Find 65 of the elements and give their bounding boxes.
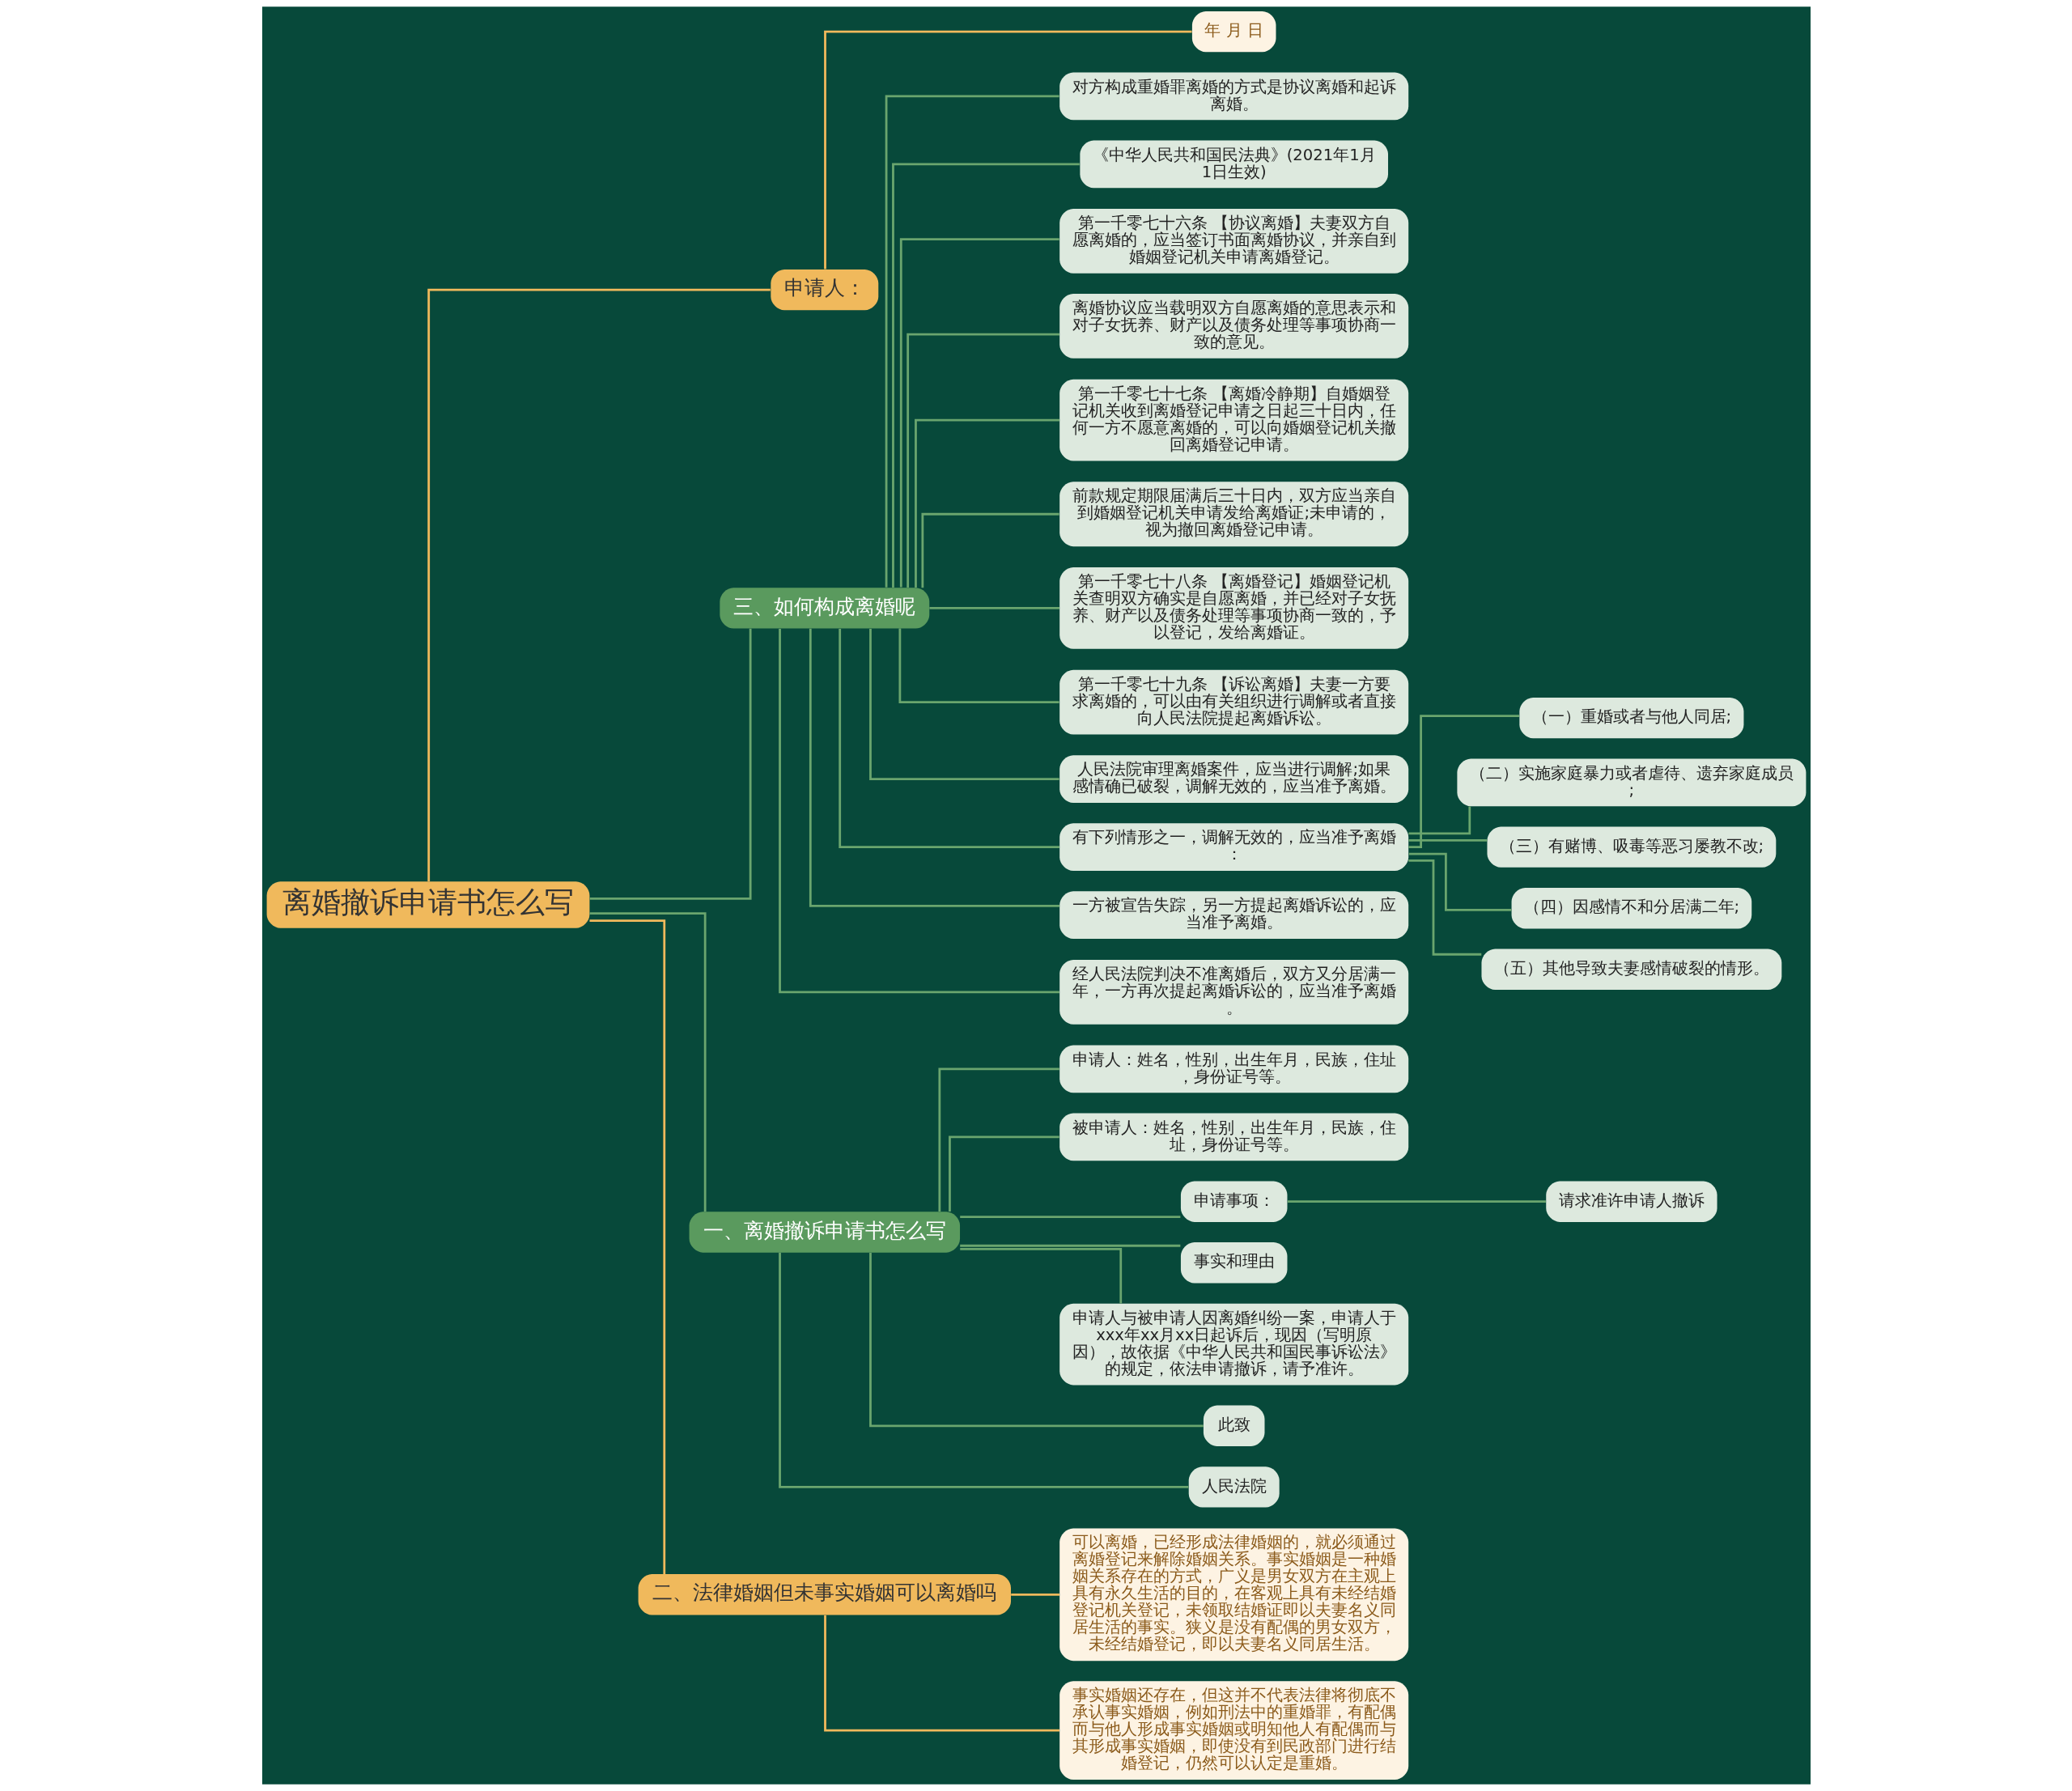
node-box: 对方构成重婚罪离婚的方式是协议离婚和起诉离婚。 [1059,72,1408,121]
connector [914,418,1059,588]
node-box: 第一千零七十九条 【诉讼离婚】夫妻一方要求离婚的，可以由有关组织进行调解或者直接向人民法院提起离婚诉讼。 [1059,669,1408,735]
connector [589,912,707,1212]
node-box: 人民法院审理离婚案件，应当进行调解;如果感情确已破裂，调解无效的，应当准予离婚。 [1059,755,1408,804]
connector [1287,1200,1546,1203]
connector [959,1216,1180,1218]
node-box: （二）实施家庭暴力或者虐待、遗弃家庭成员; [1456,758,1806,807]
connector [823,30,1192,269]
node-box: 事实和理由 [1180,1242,1287,1284]
node-box: 第一千零七十六条 【协议离婚】夫妻双方自愿离婚的，应当签订书面离婚协议，并亲自到婚姻登记机关申请离婚登记。 [1059,209,1408,274]
connector [920,512,1059,588]
connector [906,333,1059,588]
node-box: 被申请人：姓名，性别，出生年月，民族，住址，身份证号等。 [1059,1113,1408,1161]
connector [885,95,1059,588]
node-box: 前款规定期限届满后三十日内，双方应当亲自到婚姻登记机关申请发给离婚证;未申请的，视为撤回离婚登记申请。 [1059,482,1408,547]
connector [898,628,1059,703]
node-box: 《中华人民共和国民法典》(2021年1月1日生效) [1079,140,1388,189]
connector [823,1615,1059,1732]
connector [948,1135,1059,1212]
node-box: 第一千零七十八条 【离婚登记】婚姻登记机关查明双方确实是自愿离婚，并已经对子女抚养、财产以及债务处理等事项协商一致的，予以登记，发给离婚证。 [1059,567,1408,649]
node-box: 申请事项： [1180,1181,1287,1222]
connector [778,628,1059,994]
connector [868,628,1059,781]
connector [891,163,1080,588]
node-box: 第一千零七十七条 【离婚冷静期】自婚姻登记机关收到离婚登记申请之日起三十日内，任何一方不愿意离婚的，可以向婚姻登记机关撤回离婚登记申请。 [1059,379,1408,461]
node-box: 人民法院 [1188,1466,1280,1508]
node-box: 有下列情形之一，调解无效的，应当准予离婚： [1059,823,1408,872]
node-box: 申请人与被申请人因离婚纠纷一案，申请人于xxx年xx月xx日起诉后，现因（写明原因），故依据《中华人民共和国民事诉讼法》的规定，依法申请撤诉，请予准许。 [1059,1303,1408,1386]
connector [1408,806,1471,835]
node-box: 经人民法院判决不准离婚后，双方又分居满一年，一方再次提起离婚诉讼的，应当准予离婚。 [1059,959,1408,1025]
node-box: 此致 [1203,1405,1264,1446]
connector [809,628,1059,907]
connector [588,919,665,1574]
connector [778,1252,1188,1488]
connector [1408,852,1511,911]
node-box: （四）因感情不和分居满二年; [1511,888,1751,929]
node-box: （三）有赌博、吸毒等恶习屡教不改; [1486,826,1776,868]
connector [959,1248,1122,1304]
node-box: 二、法律婚姻但未事实婚姻可以离婚吗 [638,1574,1011,1615]
connector [427,288,771,882]
node-box: 可以离婚，已经形成法律婚姻的，就必须通过离婚登记来解除婚姻关系。事实婚姻是一种婚姻关系存在的方式，广义是男女双方在主观上具有永久生活的目的，在客观上具有未经结婚登记机关登记，未领取结婚证即以夫妻名义同居生活的事实。狭义是没有配偶的男女双方，未经结婚登记，即以夫妻名义同居生活。 [1059,1528,1408,1662]
connector [937,1067,1059,1212]
connector [1408,838,1487,842]
connector [589,628,752,900]
node-box: 离婚协议应当载明双方自愿离婚的意思表示和对子女抚养、财产以及债务处理等事项协商一致的意见。 [1059,294,1408,359]
node-box: 三、如何构成离婚呢 [719,588,929,629]
connector [1408,859,1481,956]
connector [928,607,1059,609]
node-box: 一方被宣告失踪，另一方提起离婚诉讼的，应当准予离婚。 [1059,891,1408,940]
node-box: 请求准许申请人撤诉 [1545,1181,1717,1222]
connector [899,238,1059,588]
connector [1408,715,1519,849]
node-box: 申请人：姓名，性别，出生年月，民族，住址，身份证号等。 [1059,1045,1408,1093]
connector [868,1253,1204,1428]
node-box: 一、离婚撤诉申请书怎么写 [689,1212,960,1253]
node-box: 离婚撤诉申请书怎么写 [266,881,589,928]
node-box: 事实婚姻还存在，但这并不代表法律将彻底不承认事实婚姻，例如刑法中的重婚罪，有配偶而与他人形成事实婚姻或明知他人有配偶而与其形成事实婚姻，即使没有到民政部门进行结婚登记，仍然可以认定是重婚。 [1059,1681,1408,1780]
connector [838,629,1059,849]
connector [1010,1593,1059,1596]
node-box: （一）重婚或者与他人同居; [1518,697,1743,739]
node-box: 申请人： [770,269,878,311]
connector [959,1244,1180,1247]
node-box: 年 月 日 [1191,11,1276,53]
node-box: （五）其他导致夫妻感情破裂的情形。 [1480,949,1781,990]
